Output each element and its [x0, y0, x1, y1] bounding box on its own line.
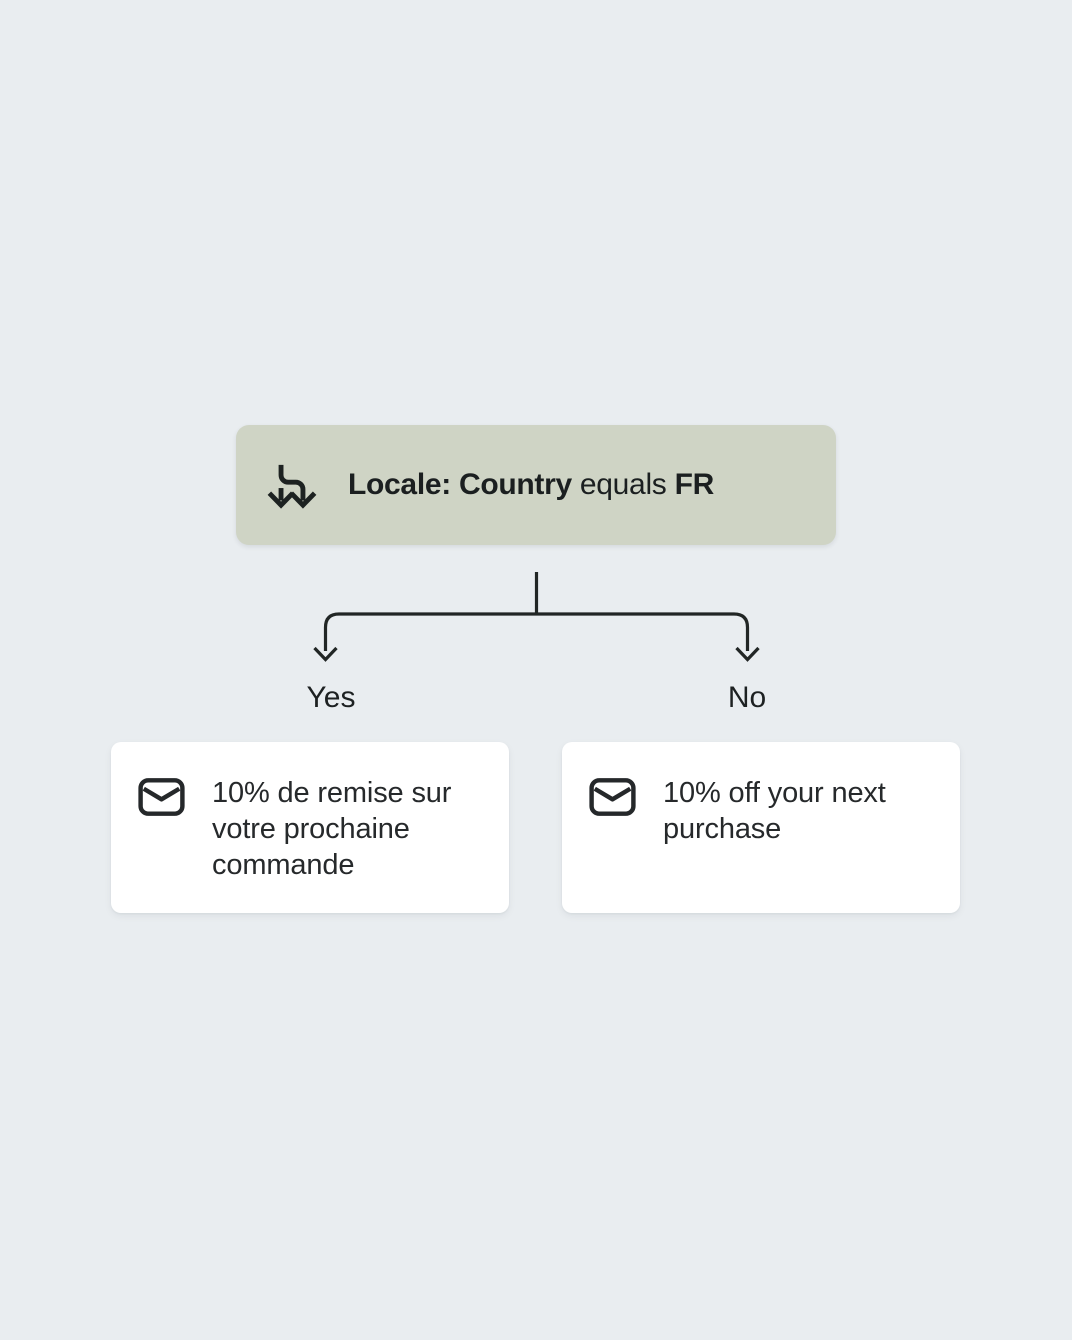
email-icon	[589, 778, 636, 816]
condition-operator: equals	[579, 468, 667, 501]
email-icon	[138, 778, 185, 816]
branch-label-yes: Yes	[306, 681, 356, 714]
condition-value: FR	[674, 468, 715, 501]
branch-label-no: No	[727, 681, 767, 714]
condition-field: Locale: Country	[348, 468, 572, 501]
condition-node[interactable]: Locale: Country equals FR	[236, 425, 836, 545]
arrow-down-left	[313, 646, 338, 662]
condition-label: Locale: Country equals FR	[348, 468, 714, 502]
email-card-text: 10% de remise sur votre prochaine comman…	[212, 777, 452, 881]
split-branch-icon	[264, 460, 320, 510]
email-card-no[interactable]: 10% off your next purchase	[562, 742, 960, 913]
arrow-down-right	[735, 646, 760, 662]
email-card-text: 10% off your next purchase	[663, 777, 886, 845]
email-card-yes[interactable]: 10% de remise sur votre prochaine comman…	[111, 742, 509, 913]
connector-branch	[323, 612, 750, 651]
